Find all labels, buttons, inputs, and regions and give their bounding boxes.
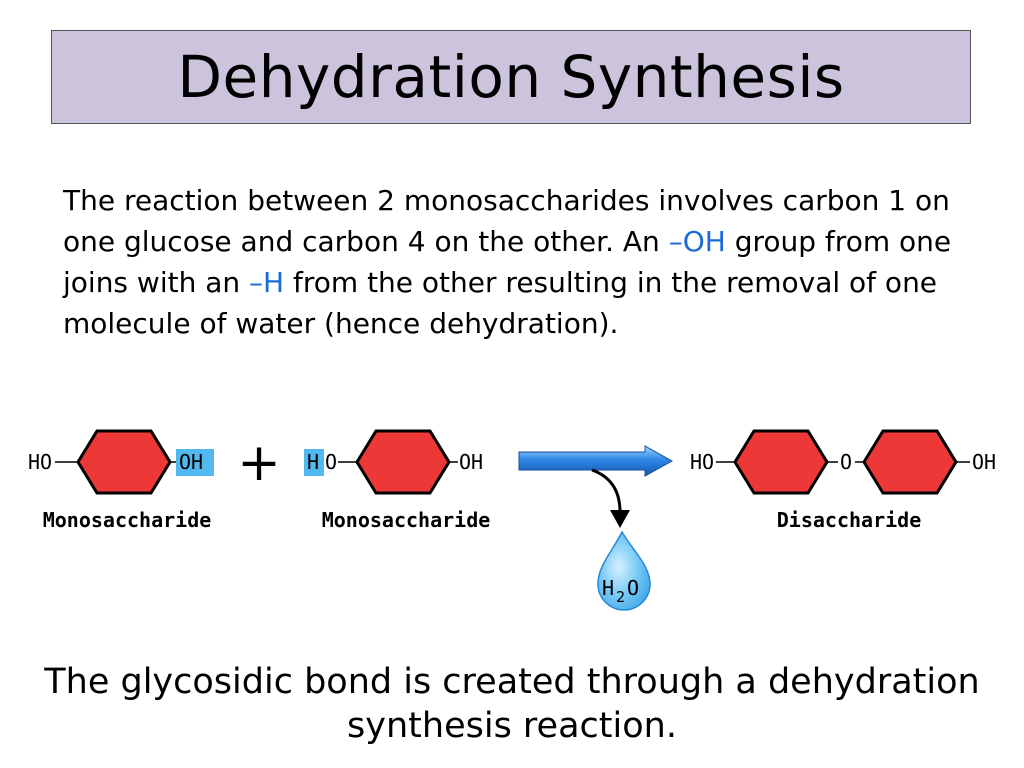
glucose-ring-hexagon xyxy=(733,429,829,495)
left-caption: Monosaccharide xyxy=(43,508,212,532)
left-oh-label: OH xyxy=(179,450,203,474)
paragraph-text-2: group from one joins with an xyxy=(63,225,952,299)
product-caption: Disaccharide xyxy=(777,508,922,532)
water-h-label: H xyxy=(602,576,614,600)
left-monosaccharide: HO OH Monosaccharide xyxy=(28,429,214,532)
water-subscript-label: 2 xyxy=(616,588,625,606)
water-o-label: O xyxy=(627,576,639,600)
water-removal-arrow xyxy=(591,468,630,528)
title-box: Dehydration Synthesis xyxy=(51,30,971,124)
glucose-ring-hexagon xyxy=(355,429,451,495)
paragraph-text-3: from the other resulting in the removal … xyxy=(63,266,938,340)
middle-o-label: O xyxy=(325,450,337,474)
product-bridge-o-label: O xyxy=(840,450,852,474)
oh-highlight-box xyxy=(176,449,214,476)
arrowhead-icon xyxy=(610,510,630,528)
left-ho-label: HO xyxy=(28,450,52,474)
reaction-diagram: HO OH Monosaccharide + H O OH Monosaccha… xyxy=(28,429,996,611)
hydrogen-text: –H xyxy=(249,266,285,299)
h-highlight-box xyxy=(304,449,324,476)
middle-caption: Monosaccharide xyxy=(322,508,491,532)
disaccharide: HO O OH Disaccharide xyxy=(690,429,996,532)
plus-sign: + xyxy=(237,433,281,493)
middle-monosaccharide: H O OH Monosaccharide xyxy=(304,429,491,532)
glucose-ring-hexagon xyxy=(76,429,172,495)
hydroxyl-group-text: –OH xyxy=(668,225,726,258)
water-drop-icon xyxy=(597,530,651,611)
paragraph-text-1: The reaction between 2 monosaccharides i… xyxy=(63,184,950,258)
middle-h-label: H xyxy=(307,450,319,474)
middle-oh-label: OH xyxy=(459,450,483,474)
product-oh-label: OH xyxy=(972,450,996,474)
slide-title: Dehydration Synthesis xyxy=(177,43,845,111)
water-droplet: H 2 O xyxy=(597,530,651,611)
right-arrow-icon xyxy=(518,445,674,477)
reaction-arrow xyxy=(518,445,674,477)
curved-arrow-icon xyxy=(591,468,622,513)
description-paragraph: The reaction between 2 monosaccharides i… xyxy=(63,180,993,344)
glucose-ring-hexagon xyxy=(862,429,958,495)
product-ho-label: HO xyxy=(690,450,714,474)
conclusion-text: The glycosidic bond is created through a… xyxy=(44,662,980,746)
